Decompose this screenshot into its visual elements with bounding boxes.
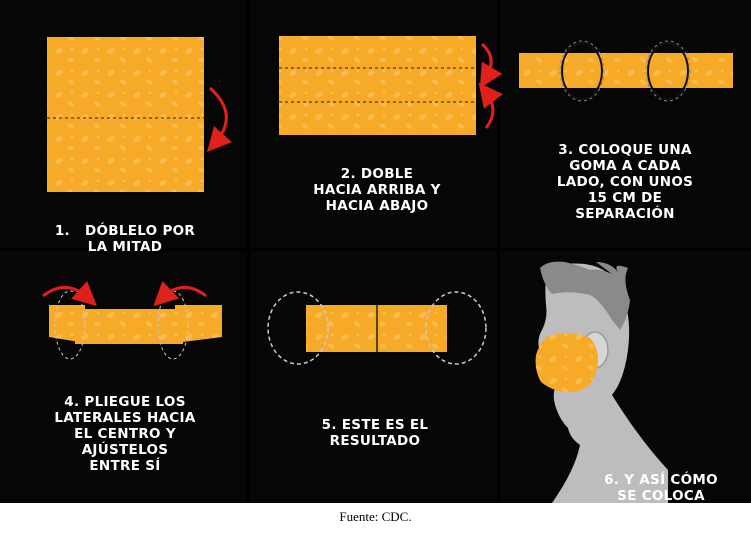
step-1-label: 1. DÓBLELO POR LA MITAD — [30, 207, 220, 255]
step-5-number: 5. — [321, 417, 337, 433]
step-4-fabric — [42, 281, 222, 360]
step-3-label: 3. COLOQUE UNA GOMA A CADA LADO, CON UNO… — [528, 126, 722, 222]
panel-4 — [0, 251, 247, 503]
head-silhouette — [538, 263, 668, 503]
panel-3 — [500, 0, 751, 248]
head-with-mask-illustration — [535, 261, 668, 503]
step-1-text: DÓBLELO POR LA MITAD — [84, 223, 196, 255]
step-4-text: PLIEGUE LOS LATERALES HACIA EL CENTRO Y … — [54, 394, 196, 474]
elastic-band-left — [561, 42, 603, 100]
pleat-left-arrow-icon — [42, 281, 97, 307]
step-6-text: Y ASÍ CÓMO SE COLOCA — [617, 472, 718, 504]
fold-up-arrow-icon — [478, 82, 503, 129]
step-2-label: 2. DOBLE HACIA ARRIBA Y HACIA ABAJO — [282, 150, 472, 214]
mask-folding-diagram: 1. DÓBLELO POR LA MITAD 2. DOBLE HACIA A… — [0, 0, 751, 504]
step-5-label: 5. ESTE ES EL RESULTADO — [278, 401, 472, 449]
hair — [540, 261, 630, 330]
elastic-band-left — [54, 290, 86, 360]
pleat-right-arrow-icon — [153, 281, 207, 307]
fold-arrow-icon — [207, 86, 232, 152]
elastic-band-right — [647, 42, 689, 100]
step-4-label: 4. PLIEGUE LOS LATERALES HACIA EL CENTRO… — [28, 378, 222, 474]
step-2-number: 2. — [340, 166, 356, 182]
elastic-band-right — [157, 290, 189, 360]
step-1-fabric — [47, 37, 232, 192]
step-5-fabric — [267, 291, 487, 365]
fold-down-arrow-icon — [479, 42, 503, 89]
step-6-label: 6. Y ASÍ CÓMO SE COLOCA — [586, 456, 736, 504]
step-3-text: COLOQUE UNA GOMA A CADA LADO, CON UNOS 1… — [556, 142, 694, 222]
step-3-number: 3. — [558, 142, 574, 158]
step-3-fabric — [519, 40, 733, 102]
step-5-text: ESTE ES EL RESULTADO — [329, 417, 429, 449]
elastic-loop-right — [425, 291, 487, 365]
step-1-number: 1. — [54, 223, 70, 239]
face-mask — [535, 333, 598, 393]
figure-caption: Fuente: CDC. — [339, 509, 412, 524]
step-2-text: DOBLE HACIA ARRIBA Y HACIA ABAJO — [313, 166, 441, 214]
elastic-loop-left — [267, 291, 329, 365]
diagram-illustration — [0, 0, 751, 503]
step-2-fabric — [279, 36, 503, 135]
panel-5 — [250, 251, 497, 503]
step-6-number: 6. — [604, 472, 620, 488]
step-4-number: 4. — [64, 394, 80, 410]
